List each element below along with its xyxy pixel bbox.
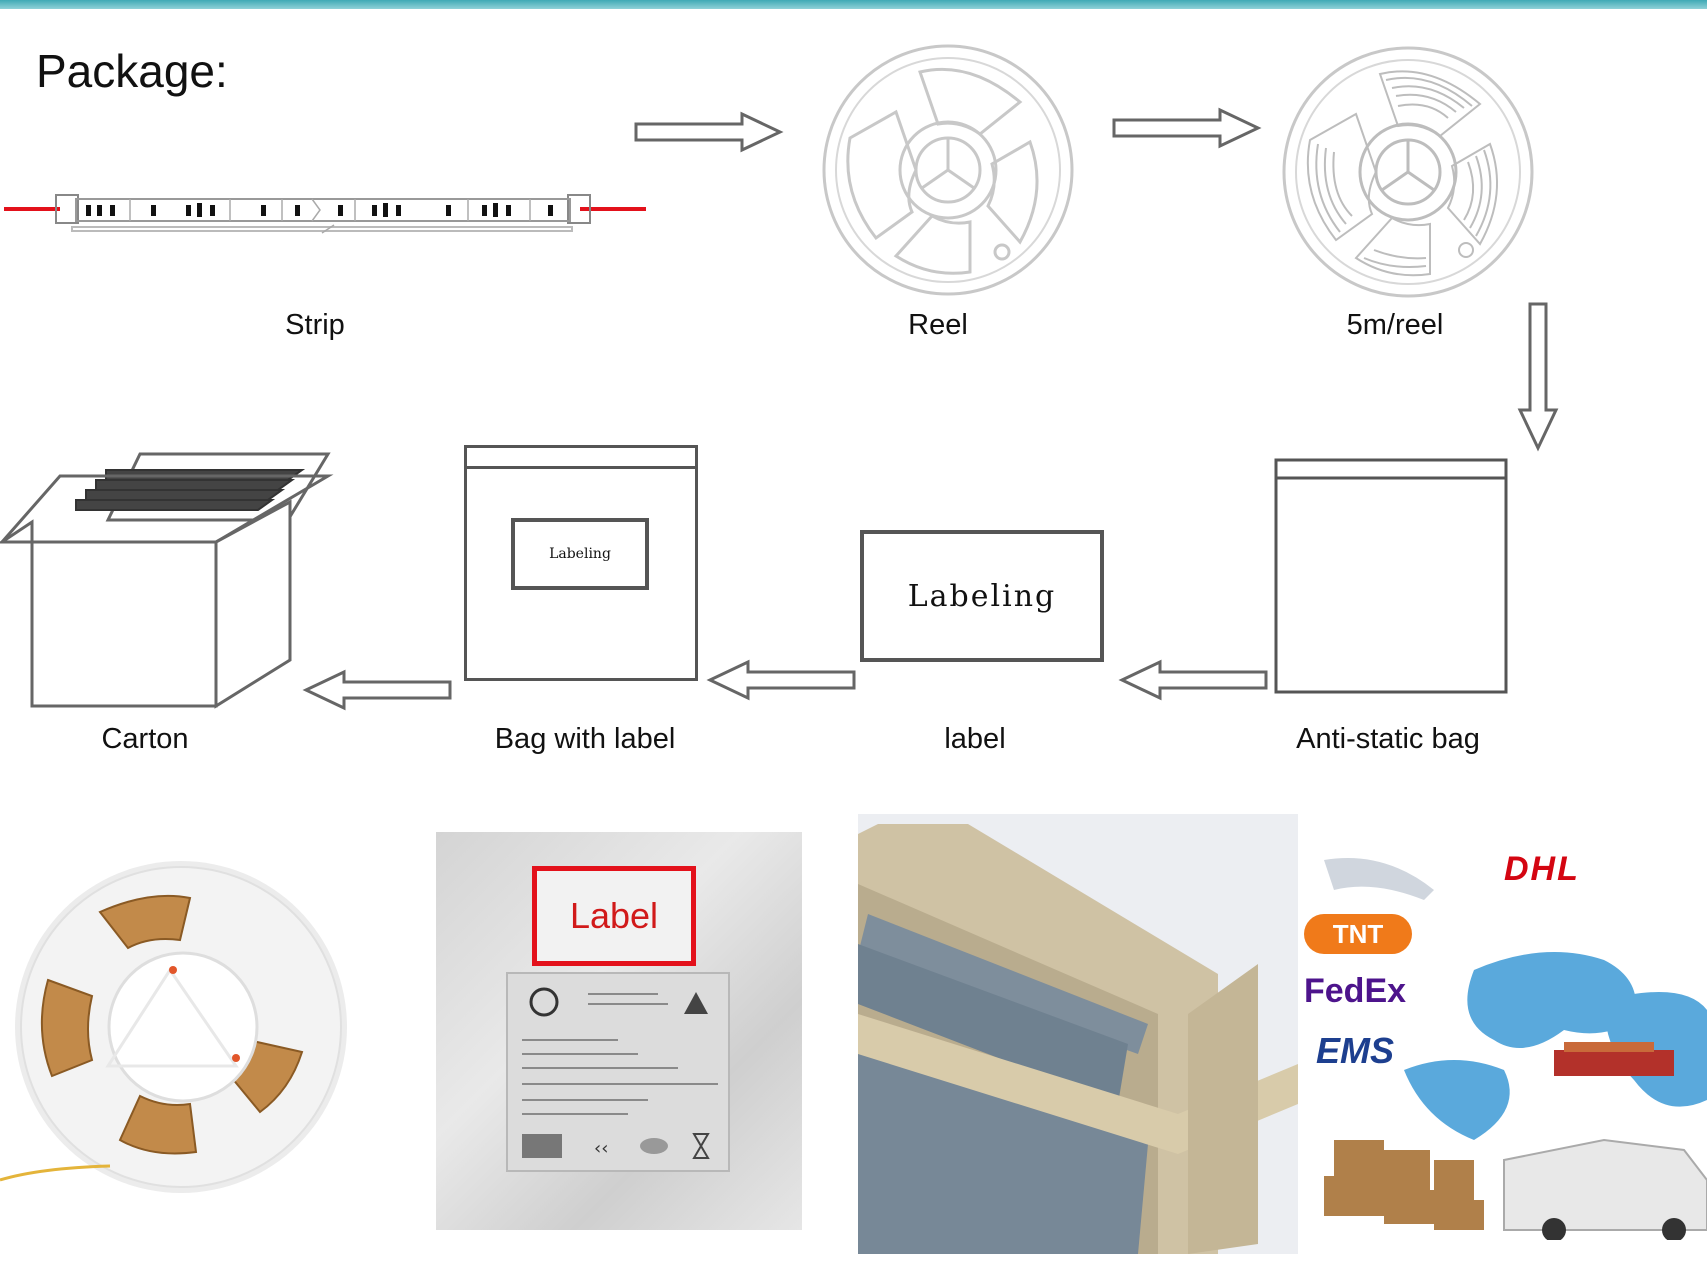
strip-illustration [4, 194, 646, 234]
arrow-down-icon [1517, 302, 1559, 452]
dhl-logo: DHL [1504, 850, 1580, 888]
ems-logo: EMS [1316, 1030, 1395, 1071]
carton-photo [858, 814, 1298, 1254]
bag-photo-label-frame: Label [532, 866, 696, 966]
anti-static-bag-icon [1274, 458, 1508, 694]
reel-icon [822, 44, 1074, 296]
caption-bag-with-label: Bag with label [494, 723, 676, 755]
tnt-logo: TNT [1304, 914, 1412, 954]
label-card: Labeling [860, 530, 1104, 662]
reel-photo [0, 840, 360, 1210]
bag-seal-line [467, 466, 695, 469]
reel-photo-graphic [0, 861, 347, 1193]
info-sticker-graphic: ‹‹ [522, 987, 718, 1159]
caption-anti-static-bag: Anti-static bag [1296, 723, 1480, 755]
arrow-right-icon [1112, 107, 1262, 149]
caption-reel: Reel [908, 309, 968, 341]
label-card-text: Labeling [907, 578, 1057, 614]
svg-text:‹‹: ‹‹ [594, 1138, 608, 1159]
top-accent-bar [0, 0, 1707, 9]
bag-with-label-icon: Labeling [464, 445, 698, 681]
arrow-left-icon [302, 669, 452, 711]
world-map-graphic [1324, 858, 1707, 1240]
bag-photo-label-text: Label [569, 895, 659, 936]
bag-label-text: Labeling [549, 546, 611, 562]
caption-5m-reel: 5m/reel [1346, 309, 1444, 341]
shipping-carriers-image: DHL TNT FedEx EMS [1304, 820, 1707, 1240]
arrow-left-icon [1118, 659, 1268, 701]
bag-photo-info-sticker: ‹‹ [506, 972, 730, 1172]
arrow-right-icon [634, 111, 784, 153]
arrow-left-icon [706, 659, 856, 701]
carton-photo-graphic [858, 824, 1298, 1254]
full-reel-icon [1282, 46, 1534, 298]
caption-carton: Carton [101, 723, 189, 755]
page-title: Package: [36, 45, 228, 97]
caption-label: label [944, 723, 1006, 755]
caption-strip: Strip [285, 309, 345, 341]
carton-icon [0, 452, 334, 709]
bag-label-sticker: Labeling [511, 518, 649, 590]
anti-static-bag-photo: Label ‹‹ [436, 832, 802, 1230]
fedex-logo: FedEx [1304, 972, 1407, 1010]
